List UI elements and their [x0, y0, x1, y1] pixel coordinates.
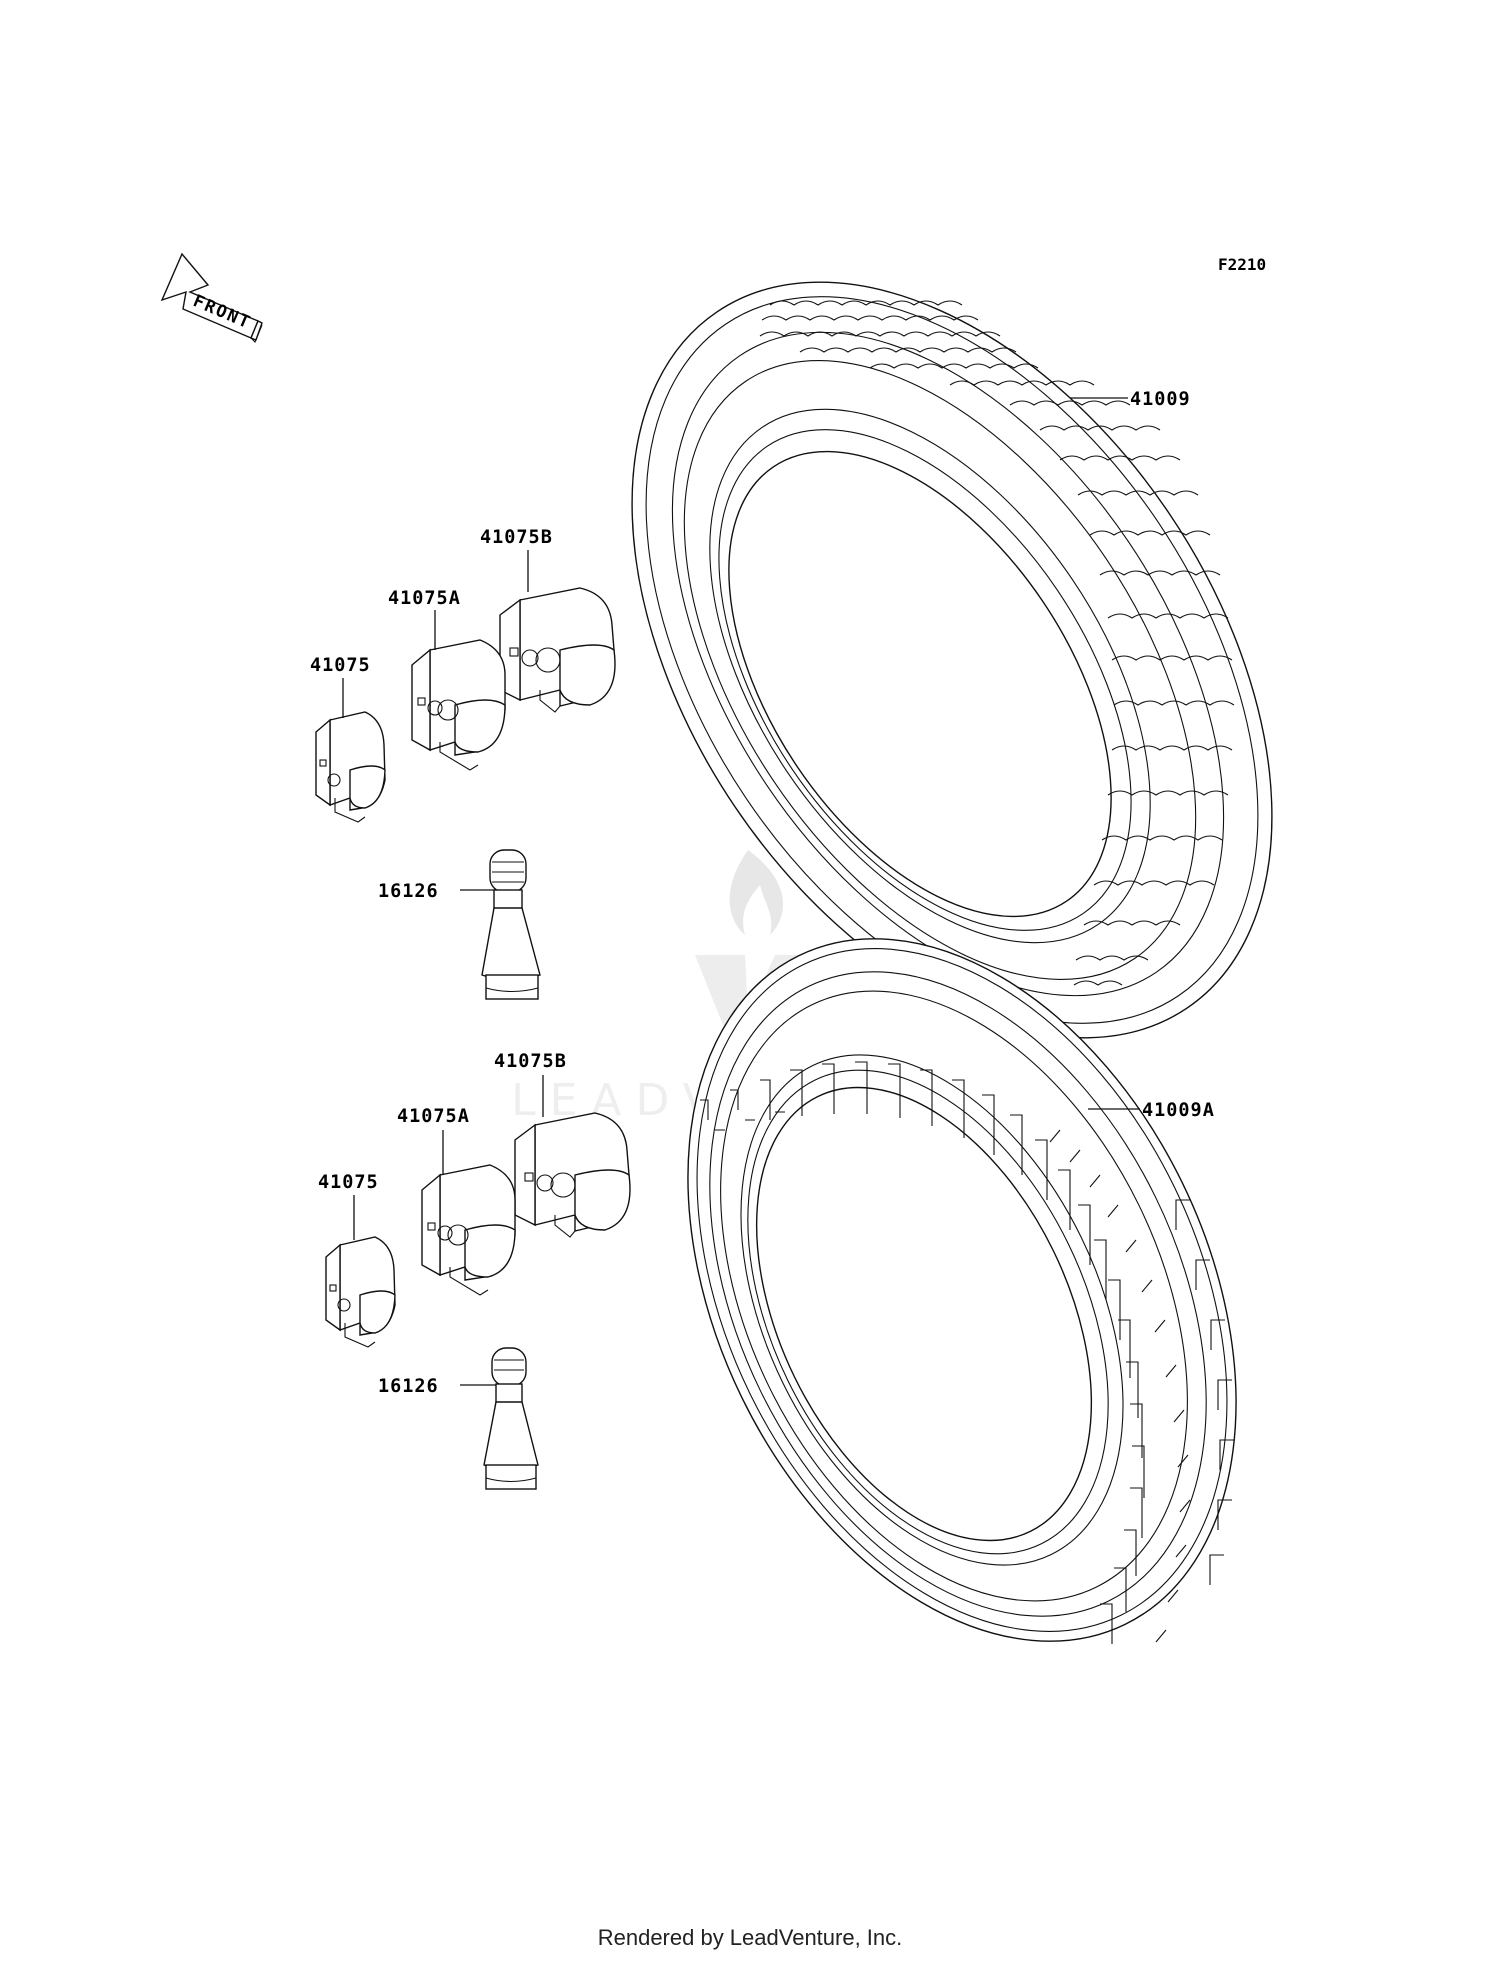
- balance-weight-a-lower[interactable]: 41075A: [397, 1106, 516, 1296]
- balance-weight-b-upper-label: 41075B: [480, 527, 553, 548]
- balance-weight-b-lower-label: 41075B: [494, 1051, 567, 1072]
- tire-valve-upper[interactable]: 16126: [378, 849, 541, 1000]
- footer-credit: Rendered by LeadVenture, Inc.: [597, 1925, 903, 1950]
- balance-weight-lower[interactable]: 41075: [318, 1172, 396, 1348]
- balance-weight-b-lower[interactable]: 41075B: [494, 1051, 631, 1238]
- diagram-code: F2210: [1218, 255, 1266, 274]
- front-arrow-icon: FRONT: [160, 252, 263, 343]
- rear-tread-pattern: [700, 1061, 1234, 1644]
- front-label: FRONT: [190, 291, 254, 333]
- balance-weight-a-lower-label: 41075A: [397, 1106, 470, 1127]
- front-tire[interactable]: 41009: [500, 165, 1404, 1154]
- balance-weight-a-upper-label: 41075A: [388, 588, 461, 609]
- tire-valve-upper-label: 16126: [378, 881, 439, 902]
- balance-weight-a-upper[interactable]: 41075A: [388, 588, 506, 771]
- balance-weight-lower-label: 41075: [318, 1172, 379, 1193]
- front-tread-pattern: [759, 300, 1235, 986]
- tire-valve-lower-label: 16126: [378, 1376, 439, 1397]
- rear-tire-label: 41009A: [1142, 1100, 1215, 1121]
- balance-weight-upper[interactable]: 41075: [310, 655, 386, 823]
- front-tire-label: 41009: [1130, 389, 1191, 410]
- balance-weight-upper-label: 41075: [310, 655, 371, 676]
- rear-tire[interactable]: 41009A: [579, 848, 1346, 1732]
- tire-valve-lower[interactable]: 16126: [378, 1347, 539, 1490]
